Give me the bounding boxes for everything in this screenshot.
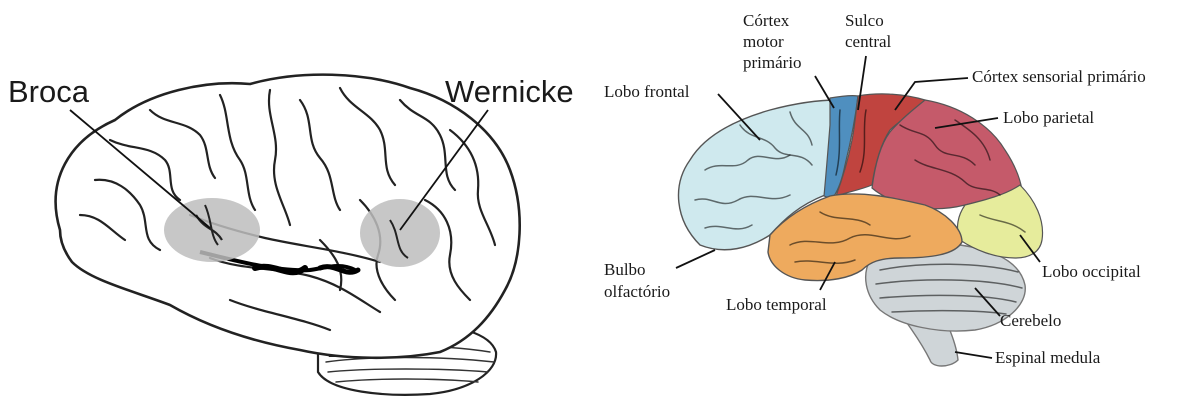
broca-label: Broca [8, 74, 90, 109]
label-cerebelo: Cerebelo [1000, 311, 1061, 330]
right-brain-diagram: Córtex motor primário Sulco central Córt… [604, 11, 1146, 367]
label-cortex-motor-3: primário [743, 53, 802, 72]
wernicke-area [360, 199, 440, 267]
label-lobo-frontal: Lobo frontal [604, 82, 690, 101]
label-sulco-central-1: Sulco [845, 11, 884, 30]
label-cortex-motor-1: Córtex [743, 11, 790, 30]
wernicke-label: Wernicke [445, 74, 574, 109]
leader-bulbo-olfactorio [676, 250, 715, 268]
label-espinal-medula: Espinal medula [995, 348, 1101, 367]
label-cortex-motor-2: motor [743, 32, 784, 51]
leader-espinal-medula [955, 352, 992, 358]
label-lobo-temporal: Lobo temporal [726, 295, 827, 314]
label-sulco-central-2: central [845, 32, 892, 51]
left-brain-diagram: Broca Wernicke [8, 74, 574, 395]
label-cortex-sensorial: Córtex sensorial primário [972, 67, 1146, 86]
label-bulbo-2: olfactório [604, 282, 670, 301]
label-lobo-parietal: Lobo parietal [1003, 108, 1094, 127]
label-bulbo-1: Bulbo [604, 260, 646, 279]
label-lobo-occipital: Lobo occipital [1042, 262, 1141, 281]
